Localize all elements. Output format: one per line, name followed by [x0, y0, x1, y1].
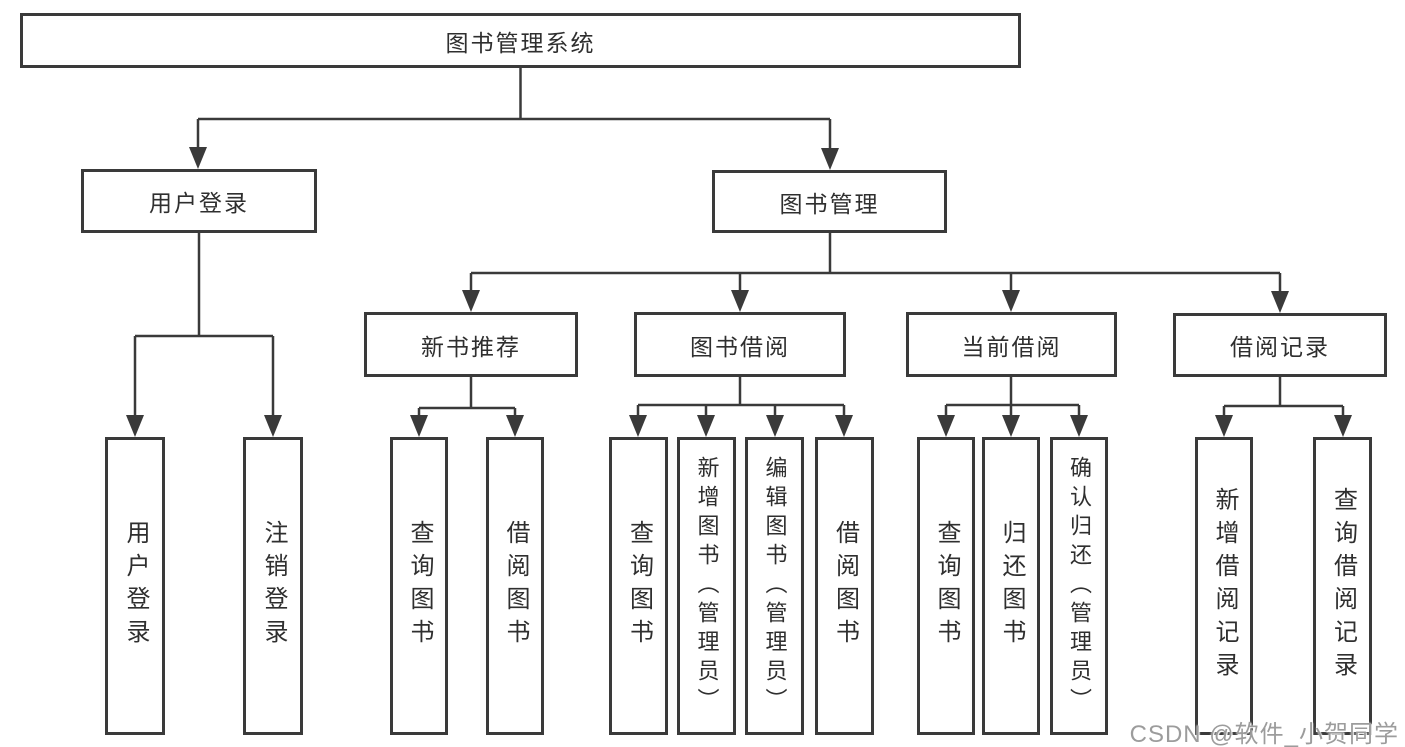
node-add-books-admin: 新增图书（管理员） [677, 437, 736, 735]
node-logout-leaf: 注销登录 [243, 437, 303, 735]
node-borrow-record: 借阅记录 [1173, 313, 1387, 377]
node-borrow-books-recommend: 借阅图书 [486, 437, 544, 735]
node-confirm-return-admin: 确认归还（管理员） [1050, 437, 1108, 735]
node-current-borrow: 当前借阅 [906, 312, 1117, 377]
node-query-books-borrow: 查询图书 [609, 437, 668, 735]
node-book-borrow: 图书借阅 [634, 312, 846, 377]
csdn-watermark: CSDN @软件_小贺同学 [1129, 721, 1399, 747]
node-return-books: 归还图书 [982, 437, 1040, 735]
node-book-management: 图书管理 [712, 170, 947, 233]
node-query-books-current: 查询图书 [917, 437, 975, 735]
node-query-books-recommend: 查询图书 [390, 437, 448, 735]
node-new-book-recommend: 新书推荐 [364, 312, 578, 377]
node-user-login-leaf: 用户登录 [105, 437, 165, 735]
node-query-borrow-record: 查询借阅记录 [1313, 437, 1372, 735]
node-add-borrow-record: 新增借阅记录 [1195, 437, 1253, 735]
node-user-login: 用户登录 [81, 169, 317, 233]
node-borrow-books-leaf: 借阅图书 [815, 437, 874, 735]
node-root: 图书管理系统 [20, 13, 1021, 68]
node-edit-books-admin: 编辑图书（管理员） [745, 437, 804, 735]
